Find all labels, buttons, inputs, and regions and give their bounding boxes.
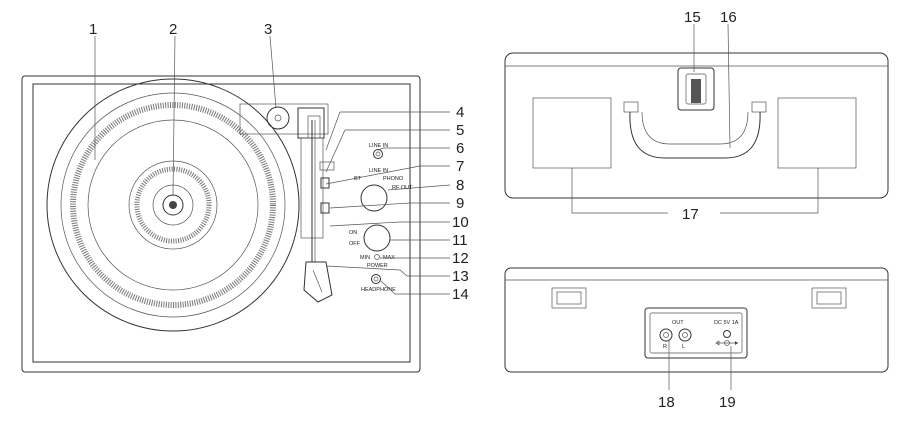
- headphone-jack: [371, 274, 381, 284]
- auto-stop-switch: [320, 202, 330, 214]
- line-in-jack: [373, 149, 383, 159]
- tonearm-base-plate: [239, 103, 329, 135]
- line-in-mode-label: LINE IN: [369, 168, 388, 174]
- r-label: R: [663, 344, 667, 350]
- callout-8: 8: [456, 177, 464, 194]
- case-rear-view: OUT R L DC 5V 1A 18 19: [504, 267, 889, 411]
- function-selector-knob: [360, 184, 388, 212]
- callout-19: 19: [719, 394, 736, 411]
- case-front-view: 15 16 17: [504, 9, 889, 223]
- callout-12: 12: [452, 250, 469, 267]
- left-speaker-grille: [532, 97, 612, 169]
- min-label: MIN: [360, 255, 370, 261]
- callout-2: 2: [169, 21, 177, 38]
- power-label: POWER: [367, 263, 388, 269]
- arm-rest: [319, 161, 335, 171]
- bt-mode-label: BT: [354, 176, 362, 182]
- platter: [46, 78, 300, 332]
- callout-15: 15: [684, 9, 701, 26]
- leader-lines-top: [94, 35, 451, 295]
- latch: [677, 67, 715, 111]
- control-panel: LINE IN LINE IN BT PHONO RF OUT ON OFF M…: [349, 143, 413, 293]
- turntable-top-view: LINE IN LINE IN BT PHONO RF OUT ON OFF M…: [21, 21, 469, 373]
- rca-out-right: [659, 328, 673, 342]
- callout-13: 13: [452, 268, 469, 285]
- cartridge: [303, 261, 333, 303]
- 45-adapter: [266, 106, 290, 130]
- callout-17: 17: [682, 206, 699, 223]
- dc-label: DC 5V 1A: [714, 320, 739, 326]
- rear-io-panel: OUT R L DC 5V 1A: [644, 307, 748, 359]
- callout-3: 3: [264, 21, 272, 38]
- power-indicator: [374, 254, 380, 260]
- l-label: L: [682, 344, 685, 350]
- callout-11: 11: [452, 232, 468, 249]
- callout-16: 16: [720, 9, 737, 26]
- plinth-panel: [32, 83, 411, 363]
- off-label: OFF: [349, 241, 361, 247]
- callout-18: 18: [658, 394, 675, 411]
- out-label: OUT: [672, 320, 684, 326]
- phono-mode-label: PHONO: [383, 176, 404, 182]
- line-in-jack-label: LINE IN: [369, 143, 388, 149]
- case-front-body: [504, 52, 889, 199]
- case-rear-body: [504, 267, 889, 373]
- speed-switch: [320, 177, 330, 189]
- tonearm-assembly: [239, 103, 335, 303]
- rf-out-label: RF OUT: [392, 185, 413, 191]
- case-outer-edge: [21, 75, 421, 373]
- rca-out-left: [678, 328, 692, 342]
- headphone-label: HEADPHONE: [361, 287, 396, 293]
- callout-7: 7: [456, 158, 464, 175]
- right-speaker-grille: [777, 97, 857, 169]
- callout-9: 9: [456, 195, 464, 212]
- left-hinge: [551, 287, 587, 309]
- dc-in-jack: [723, 330, 731, 338]
- callout-4: 4: [456, 104, 464, 121]
- power-volume-knob: [363, 224, 391, 252]
- callout-5: 5: [456, 122, 464, 139]
- right-hinge: [811, 287, 847, 309]
- carry-handle: [623, 101, 767, 159]
- callout-14: 14: [452, 286, 469, 303]
- on-label: ON: [349, 230, 357, 236]
- callout-10: 10: [452, 214, 469, 231]
- callout-1: 1: [89, 21, 97, 38]
- callout-6: 6: [456, 140, 464, 157]
- dc-polarity-symbol: [715, 340, 738, 346]
- spindle: [169, 201, 177, 209]
